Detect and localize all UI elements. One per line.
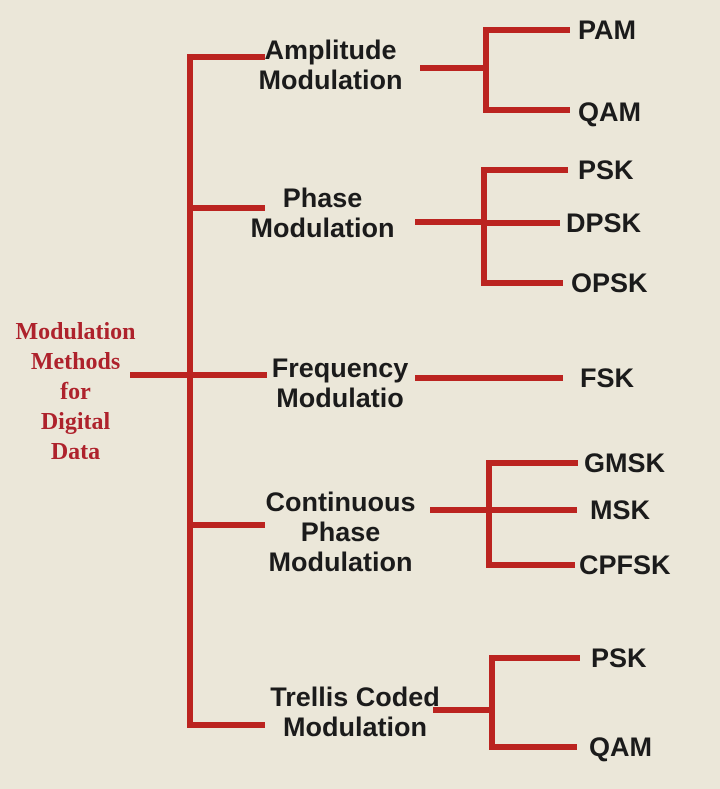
leaf-label-psk: PSK bbox=[578, 155, 634, 185]
bracket-line-pam bbox=[483, 27, 570, 33]
root-label-line: Digital bbox=[40, 409, 111, 435]
bracket-line-cpfsk bbox=[486, 562, 575, 568]
bracket-line-opsk bbox=[481, 280, 563, 286]
root-label: Modulation Methods for Digital Data bbox=[8, 317, 143, 467]
branch-label-line: Modulation bbox=[250, 213, 395, 243]
branch-label-amplitude-modulation: Amplitude Modulation bbox=[248, 35, 413, 95]
branch-label-line: Amplitude bbox=[264, 35, 397, 65]
leaf-label-msk: MSK bbox=[590, 495, 650, 525]
branch-label-line: Continuous bbox=[265, 487, 416, 517]
branch-label-line: Modulation bbox=[258, 65, 403, 95]
bracket-vertical-phase bbox=[481, 167, 487, 286]
branch-label-line: Phase bbox=[300, 517, 381, 547]
bracket-vertical-continuous bbox=[486, 460, 492, 568]
branch-label-line: Modulatio bbox=[276, 383, 404, 413]
root-label-line: for bbox=[60, 379, 91, 405]
root-connector-line bbox=[130, 372, 267, 378]
branch-line-trellis bbox=[187, 722, 265, 728]
leaf-label-pam: PAM bbox=[578, 15, 636, 45]
branch-label-line: Modulation bbox=[268, 547, 413, 577]
root-label-line: Methods bbox=[30, 349, 121, 375]
leaf-connector-line-continuous bbox=[430, 507, 486, 513]
bracket-line-msk bbox=[486, 507, 577, 513]
leaf-connector-line-amplitude bbox=[420, 65, 483, 71]
leaf-label-cpfsk: CPFSK bbox=[579, 550, 671, 580]
leaf-label-opsk: OPSK bbox=[571, 268, 648, 298]
branch-line-phase bbox=[187, 205, 265, 211]
bracket-line-qam-trellis bbox=[489, 744, 577, 750]
bracket-line-psk bbox=[481, 167, 568, 173]
leaf-label-psk-trellis: PSK bbox=[591, 643, 647, 673]
branch-line-amplitude bbox=[187, 54, 265, 60]
leaf-label-qam-trellis: QAM bbox=[589, 732, 652, 762]
leaf-label-fsk: FSK bbox=[580, 363, 634, 393]
branch-label-line: Trellis Coded bbox=[270, 682, 440, 712]
leaf-connector-line-phase bbox=[415, 219, 481, 225]
branch-label-frequency-modulation: Frequency Modulatio bbox=[255, 353, 425, 413]
branch-label-phase-modulation: Phase Modulation bbox=[240, 183, 405, 243]
bracket-vertical-trellis bbox=[489, 655, 495, 750]
root-label-line: Modulation bbox=[15, 319, 136, 345]
bracket-vertical-amplitude bbox=[483, 27, 489, 113]
root-label-line: Data bbox=[50, 439, 101, 465]
branch-label-continuous-phase-modulation: Continuous Phase Modulation bbox=[258, 487, 423, 577]
leaf-connector-line-trellis bbox=[433, 707, 489, 713]
branch-line-continuous-phase bbox=[187, 522, 265, 528]
branch-label-line: Frequency bbox=[271, 353, 409, 383]
bracket-line-qam bbox=[483, 107, 570, 113]
leaf-label-gmsk: GMSK bbox=[584, 448, 665, 478]
leaf-label-qam: QAM bbox=[578, 97, 641, 127]
branch-label-line: Phase bbox=[282, 183, 363, 213]
bracket-line-dpsk bbox=[481, 220, 560, 226]
branch-label-trellis-coded-modulation: Trellis Coded Modulation bbox=[265, 682, 445, 742]
bracket-line-gmsk bbox=[486, 460, 578, 466]
branch-label-line: Modulation bbox=[283, 712, 427, 742]
leaf-label-dpsk: DPSK bbox=[566, 208, 642, 238]
leaf-connector-line-fsk bbox=[415, 375, 563, 381]
tree-trunk-line bbox=[187, 54, 193, 728]
bracket-line-psk-trellis bbox=[489, 655, 580, 661]
